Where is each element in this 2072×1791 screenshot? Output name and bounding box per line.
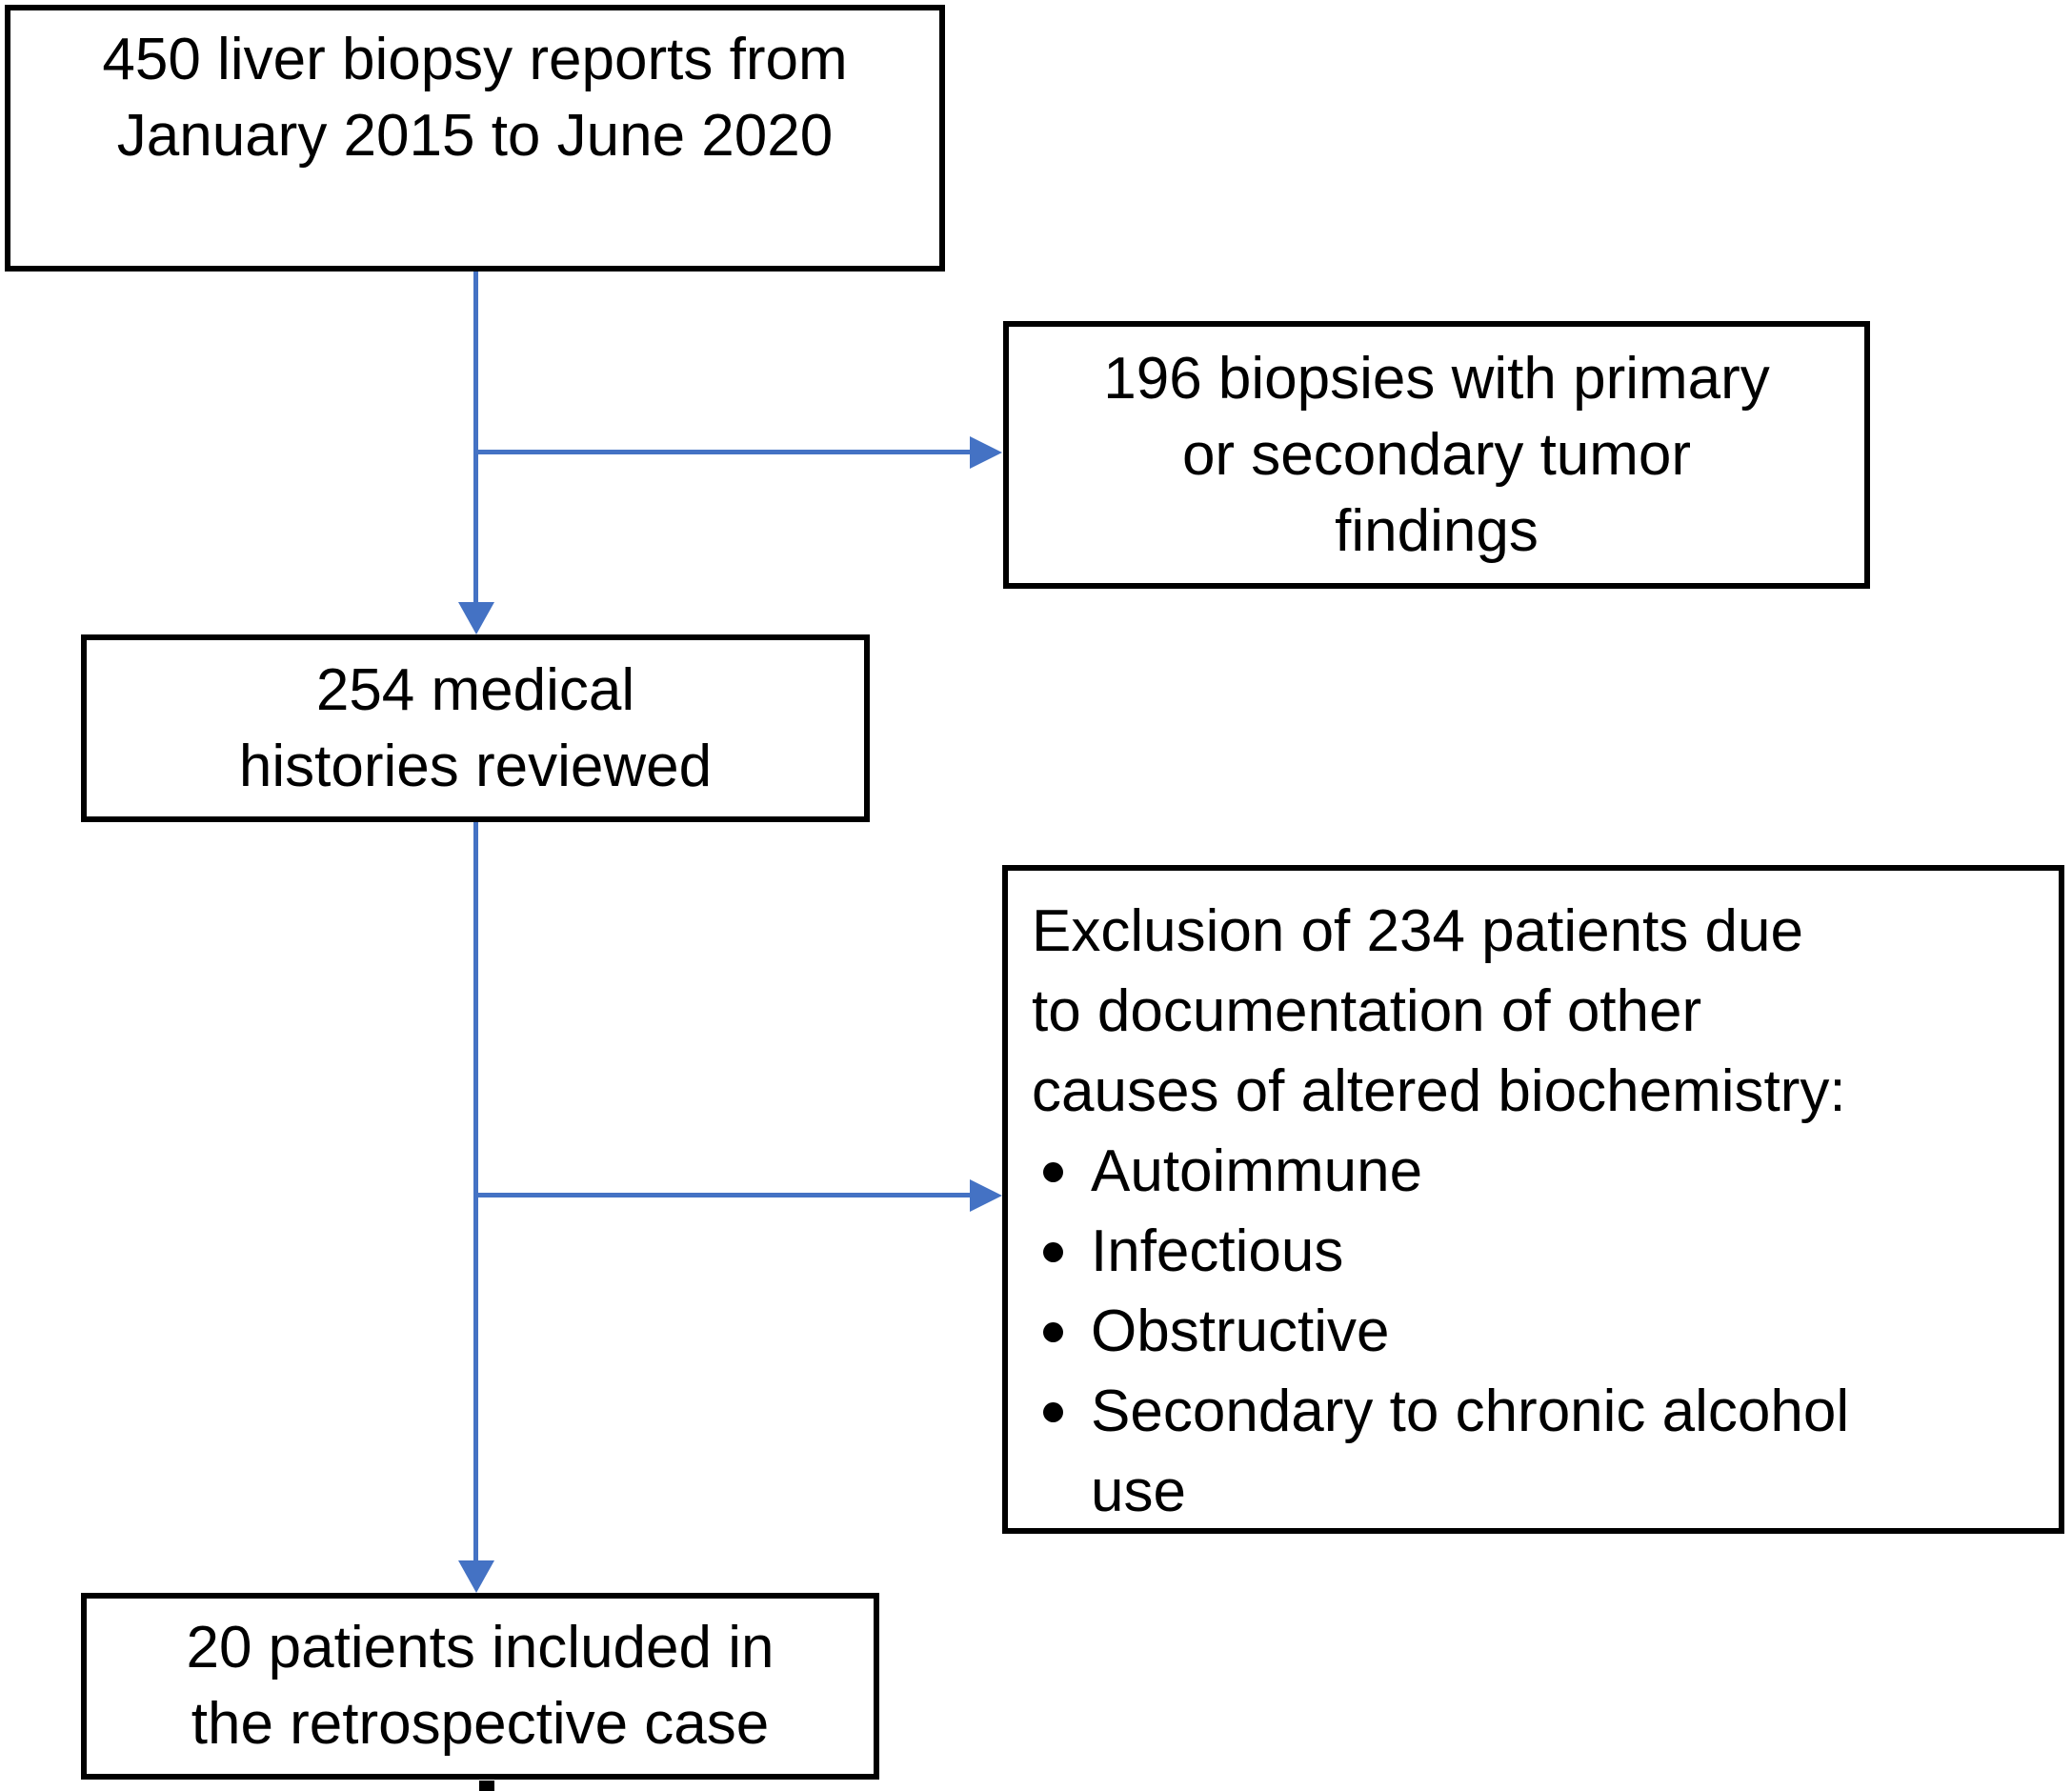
cutoff-text-fragment <box>479 1781 494 1791</box>
box-tumor-excluded: 196 biopsies with primary or secondary t… <box>1003 321 1870 589</box>
connector-line-total-to-histories <box>473 272 478 602</box>
box-total-reports-line: January 2015 to June 2020 <box>116 103 834 169</box>
box-tumor-excluded-line: 196 biopsies with primary <box>1103 345 1770 412</box>
bullet-item-label: Secondary to chronic alcohol <box>1091 1378 1850 1444</box>
box-included-patients-line: the retrospective case <box>191 1691 770 1757</box>
box-included-patients: 20 patients included in the retrospectiv… <box>81 1593 879 1780</box>
bullet-icon <box>1043 1162 1063 1182</box>
bullet-item-alcohol: Secondary to chronic alcohol use <box>1032 1372 2040 1532</box>
arrow-down-icon <box>458 602 494 634</box>
box-tumor-excluded-line: or secondary tumor <box>1181 421 1692 488</box>
arrow-right-icon <box>970 1179 1002 1212</box>
box-histories-reviewed: 254 medical histories reviewed <box>81 634 870 822</box>
arrow-down-icon <box>458 1560 494 1593</box>
connector-line-to-exclusion-box <box>476 1193 970 1197</box>
bullet-item-infectious: Infectious <box>1032 1212 2040 1292</box>
box-histories-reviewed-line: 254 medical <box>315 656 635 723</box>
bullet-item-label: Infectious <box>1091 1218 1344 1284</box>
bullet-icon <box>1043 1402 1063 1422</box>
bullet-item-obstructive: Obstructive <box>1032 1292 2040 1372</box>
box-histories-reviewed-line: histories reviewed <box>238 733 713 799</box>
box-included-patients-line: 20 patients included in <box>186 1615 774 1680</box>
connector-line-to-tumor-box <box>476 450 970 454</box>
box-exclusion-line: Exclusion of 234 patients due <box>1032 898 1803 964</box>
bullet-icon <box>1043 1322 1063 1342</box>
box-exclusion-criteria: Exclusion of 234 patients due to documen… <box>1002 865 2064 1534</box>
arrow-right-icon <box>970 436 1002 469</box>
bullet-item-label: Autoimmune <box>1091 1138 1423 1204</box>
connector-line-histories-to-included <box>473 822 478 1560</box>
bullet-item-label: Obstructive <box>1091 1298 1390 1364</box>
box-tumor-excluded-line: findings <box>1335 497 1539 564</box>
bullet-item-autoimmune: Autoimmune <box>1032 1132 2040 1212</box>
box-exclusion-line: causes of altered biochemistry: <box>1032 1058 1846 1124</box>
box-total-reports: 450 liver biopsy reports from January 20… <box>5 5 945 272</box>
box-total-reports-line: 450 liver biopsy reports from <box>102 27 848 92</box>
box-exclusion-line: to documentation of other <box>1032 978 1702 1044</box>
bullet-icon <box>1043 1242 1063 1262</box>
bullet-item-label-wrap: use <box>1091 1459 1186 1524</box>
